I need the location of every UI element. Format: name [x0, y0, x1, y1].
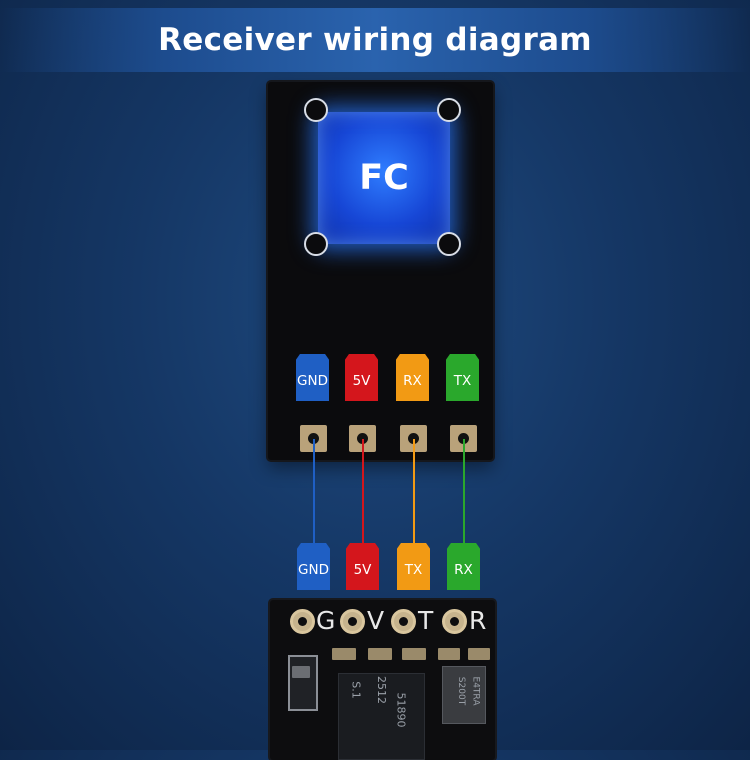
receiver-chip: S.1 2512 51890	[338, 673, 425, 760]
smd-component	[468, 648, 490, 660]
silk-t: T	[418, 606, 434, 635]
chip-marking: S.1	[349, 681, 363, 699]
fc-pin-tag-gnd: GND	[296, 354, 329, 401]
crystal-oscillator: S200T E4TRA	[442, 666, 486, 724]
title-banner	[0, 8, 750, 72]
fc-label: FC	[359, 158, 409, 198]
silk-r: R	[469, 606, 487, 635]
silk-g: G	[316, 606, 336, 635]
chip-marking: 51890	[394, 692, 408, 728]
rx-pin-tag-rx: RX	[447, 543, 480, 590]
rx-pad-5v	[340, 609, 365, 634]
fc-chip	[318, 112, 450, 244]
smd-component	[438, 648, 460, 660]
mount-hole-bottom-right	[437, 232, 461, 256]
fc-pin-tag-tx: TX	[446, 354, 479, 401]
rx-pad-gnd	[290, 609, 315, 634]
mount-hole-bottom-left	[304, 232, 328, 256]
mount-hole-top-right	[437, 98, 461, 122]
flight-controller-board: FC GND 5V RX TX	[268, 82, 493, 460]
smd-component	[402, 648, 426, 660]
fc-pin-tag-5v: 5V	[345, 354, 378, 401]
silk-v: V	[367, 606, 385, 635]
capacitor-cap	[292, 666, 310, 678]
capacitor	[288, 655, 318, 711]
smd-component	[332, 648, 356, 660]
chip-marking: 2512	[375, 676, 388, 704]
rx-pad-rx	[442, 609, 467, 634]
mount-hole-top-left	[304, 98, 328, 122]
smd-component	[368, 648, 392, 660]
receiver-board: G V T R S.1 2512 51890 S200T E4TRA	[270, 600, 495, 760]
rx-pin-tag-tx: TX	[397, 543, 430, 590]
crystal-marking: S200T	[456, 676, 467, 706]
diagram-title: Receiver wiring diagram	[158, 22, 592, 58]
rx-pad-tx	[391, 609, 416, 634]
rx-pin-tag-5v: 5V	[346, 543, 379, 590]
fc-pin-tag-rx: RX	[396, 354, 429, 401]
rx-pin-tag-gnd: GND	[297, 543, 330, 590]
crystal-marking: E4TRA	[470, 676, 481, 706]
